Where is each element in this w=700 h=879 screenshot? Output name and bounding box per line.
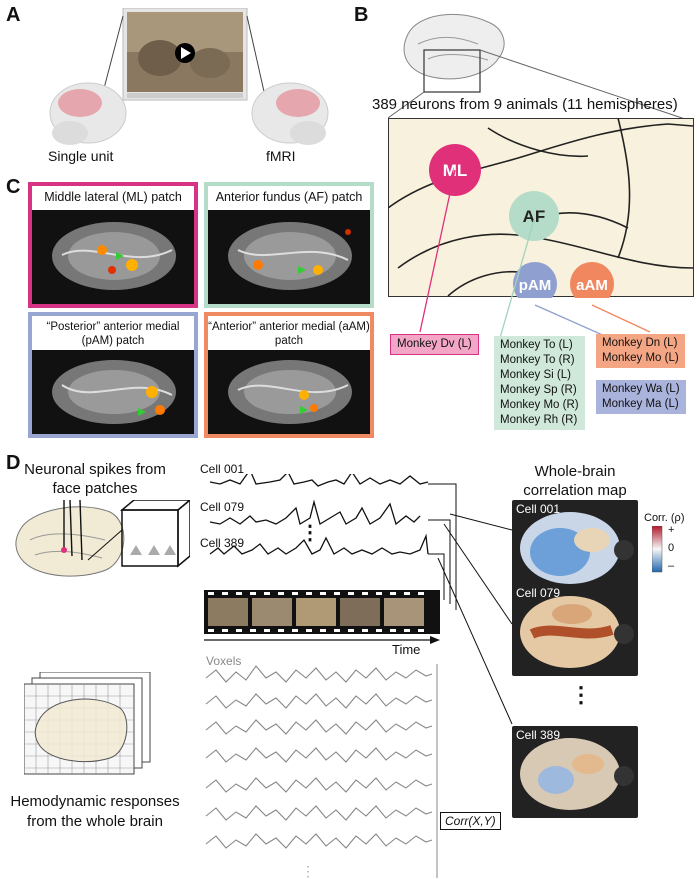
- trace-cell-389: [209, 533, 429, 555]
- maps-ellipsis: ⋮: [570, 682, 592, 707]
- map-cell-001: Cell 001: [512, 500, 638, 592]
- ml-monkey-list: Monkey Dv (L): [390, 334, 479, 355]
- aam-mri-slice: [208, 350, 370, 434]
- patch-pam-label: pAM: [519, 277, 552, 294]
- aam-patch-panel: “Anterior” anterior medial (aAM) patch: [204, 312, 374, 438]
- patch-af-circle: [509, 191, 559, 241]
- colorbar-tick-zero: 0: [668, 542, 675, 554]
- pam-monkey-0: Monkey Wa (L): [602, 383, 680, 395]
- patch-aam-circle: [570, 262, 614, 298]
- ml-monkey-0: Monkey Dv (L): [397, 338, 472, 350]
- spikes-label: Neuronal spikes from face patches: [24, 461, 166, 497]
- svg-text:⋮: ⋮: [301, 863, 315, 878]
- pam-patch-title: “Posterior” anterior medial (pAM) patch: [46, 321, 180, 347]
- hemodynamic-label: Hemodynamic responses from the whole bra…: [10, 793, 180, 830]
- af-monkey-4: Monkey Mo (R): [500, 399, 579, 411]
- monkey-head-right: [251, 82, 329, 145]
- panel-b-brain-overview: [388, 13, 689, 121]
- panel-a-illustration: [49, 8, 329, 145]
- map-cell-001-label: Cell 001: [516, 502, 561, 516]
- voxel-grid-stack: [24, 672, 151, 775]
- panel-c-letter: C: [6, 176, 21, 198]
- cells-ellipsis: ⋮: [300, 522, 320, 544]
- af-monkey-3: Monkey Sp (R): [500, 384, 577, 396]
- af-monkey-5: Monkey Rh (R): [500, 414, 578, 426]
- af-monkey-list: Monkey To (L) Monkey To (R) Monkey Si (L…: [494, 336, 585, 430]
- movie-film-strip: [204, 590, 440, 644]
- ml-patch-title: Middle lateral (ML) patch: [44, 190, 182, 204]
- colorbar-tick-plus: +: [668, 524, 675, 536]
- af-monkey-2: Monkey Si (L): [500, 369, 571, 381]
- patch-pam-circle: [513, 262, 557, 298]
- map-cell-389-label: Cell 389: [516, 728, 561, 742]
- fmri-label: fMRI: [266, 148, 296, 164]
- cell-079-label: Cell 079: [200, 500, 245, 514]
- map-cell-079: Cell 079: [512, 584, 638, 676]
- trace-cell-001: [209, 474, 429, 487]
- aam-monkey-1: Monkey Mo (L): [602, 352, 679, 364]
- af-monkey-1: Monkey To (R): [500, 354, 575, 366]
- panel-b-letter: B: [354, 4, 369, 26]
- map-cell-389: Cell 389: [512, 726, 638, 818]
- single-unit-label: Single unit: [48, 148, 114, 164]
- voxels-label: Voxels: [206, 654, 242, 668]
- af-patch-title: Anterior fundus (AF) patch: [215, 190, 363, 204]
- time-axis-label: Time: [392, 642, 421, 657]
- af-mri-slice: [208, 210, 370, 304]
- aam-patch-title: “Anterior” anterior medial (aAM) patch: [208, 321, 370, 347]
- patch-af-label: AF: [523, 207, 546, 226]
- pam-mri-slice: [32, 350, 194, 434]
- panel-a-letter: A: [6, 4, 21, 26]
- trace-cell-079: [209, 499, 421, 526]
- patch-aam-label: aAM: [576, 277, 608, 294]
- ml-patch-panel: Middle lateral (ML) patch: [28, 182, 198, 308]
- af-monkey-0: Monkey To (L): [500, 339, 573, 351]
- voxel-time-series: ⋮: [205, 664, 438, 878]
- neuron-count-caption: 389 neurons from 9 animals (11 hemispher…: [372, 96, 678, 113]
- colorbar: [652, 526, 663, 573]
- corr-formula: Corr(X,Y): [440, 812, 501, 830]
- panel-d-letter: D: [6, 452, 21, 474]
- correlation-connectors: [428, 483, 513, 725]
- colorbar-tick-minus: –: [668, 560, 675, 572]
- af-patch-panel: Anterior fundus (AF) patch: [204, 182, 374, 308]
- monkey-head-left: [49, 82, 127, 145]
- cell-001-label: Cell 001: [200, 462, 245, 476]
- aam-monkey-0: Monkey Dn (L): [602, 337, 678, 349]
- ml-mri-slice: [32, 210, 194, 304]
- pam-monkey-1: Monkey Ma (L): [602, 398, 679, 410]
- colorbar-title: Corr. (ρ): [644, 512, 685, 524]
- recording-schematic: [15, 500, 190, 577]
- pam-patch-panel: “Posterior” anterior medial (pAM) patch: [28, 312, 198, 438]
- map-cell-079-label: Cell 079: [516, 586, 561, 600]
- spike-traces: [209, 474, 429, 555]
- correlation-map-title: Whole-brain correlation map: [523, 463, 627, 499]
- video-frame: [122, 8, 248, 101]
- aam-monkey-list: Monkey Dn (L) Monkey Mo (L): [596, 334, 685, 368]
- pam-monkey-list: Monkey Wa (L) Monkey Ma (L): [596, 380, 686, 414]
